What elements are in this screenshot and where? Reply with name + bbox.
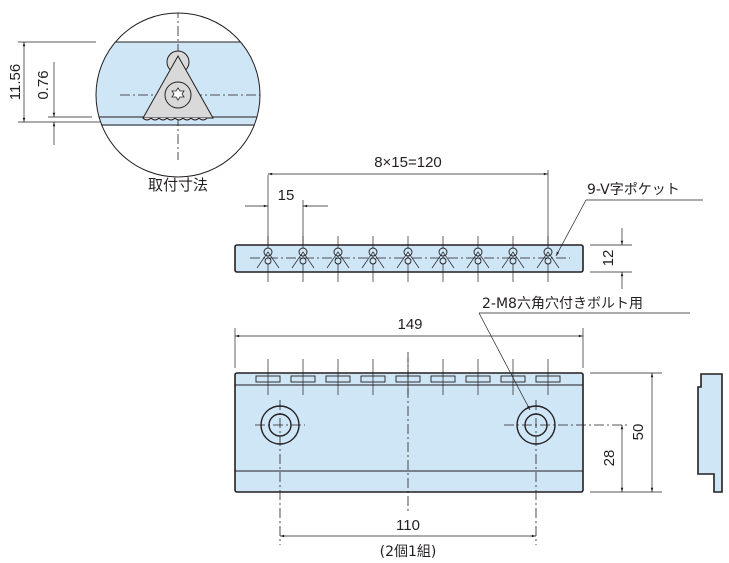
top-notch (255, 359, 281, 395)
dim-hole-height-28: 28 (601, 450, 618, 467)
v-pocket (501, 236, 525, 282)
dim-length-149: 149 (397, 316, 422, 333)
dim-0-76: 0.76 (35, 70, 52, 99)
top-notch (290, 359, 316, 395)
v-pocket (396, 236, 420, 282)
top-notch (430, 359, 456, 395)
v-pocket (256, 236, 280, 282)
set-note: (2個1組) (380, 544, 437, 560)
top-notch (465, 359, 491, 395)
v-pocket (466, 236, 490, 282)
top-notch (360, 359, 386, 395)
detail-view: 11.56 0.76 取付寸法 (7, 12, 261, 194)
dim-11-56: 11.56 (7, 64, 24, 100)
top-view: 8×15=120 15 12 9-V字ポケット (234, 154, 703, 289)
side-view-profile (697, 373, 723, 493)
side-view (697, 373, 723, 493)
dim-height-12: 12 (600, 250, 617, 267)
pocket-callout: 9-V字ポケット (587, 182, 680, 198)
bolt-callout: 2-M8六角穴付きボルト用 (482, 296, 643, 312)
triangle-insert-icon (142, 50, 214, 121)
bolt-hole-right (504, 400, 630, 545)
v-pocket (431, 236, 455, 282)
top-notch (325, 359, 351, 395)
detail-caption: 取付寸法 (148, 176, 208, 194)
torx-socket-icon (171, 87, 185, 101)
bolt-hole-left (255, 400, 305, 545)
v-pockets (256, 236, 560, 282)
dim-hole-spacing-110: 110 (396, 517, 420, 534)
detail-circle (95, 12, 261, 178)
v-pocket (361, 236, 385, 282)
dim-pitch: 15 (278, 187, 295, 204)
front-view: 149 110 (2個1組) 50 28 2-M8六角穴付きボルト用 (234, 296, 690, 560)
top-notch (535, 359, 561, 395)
v-pocket (326, 236, 350, 282)
front-view-body (234, 372, 584, 493)
dim-pitch-total: 8×15=120 (374, 154, 442, 171)
dim-height-50: 50 (630, 424, 647, 441)
